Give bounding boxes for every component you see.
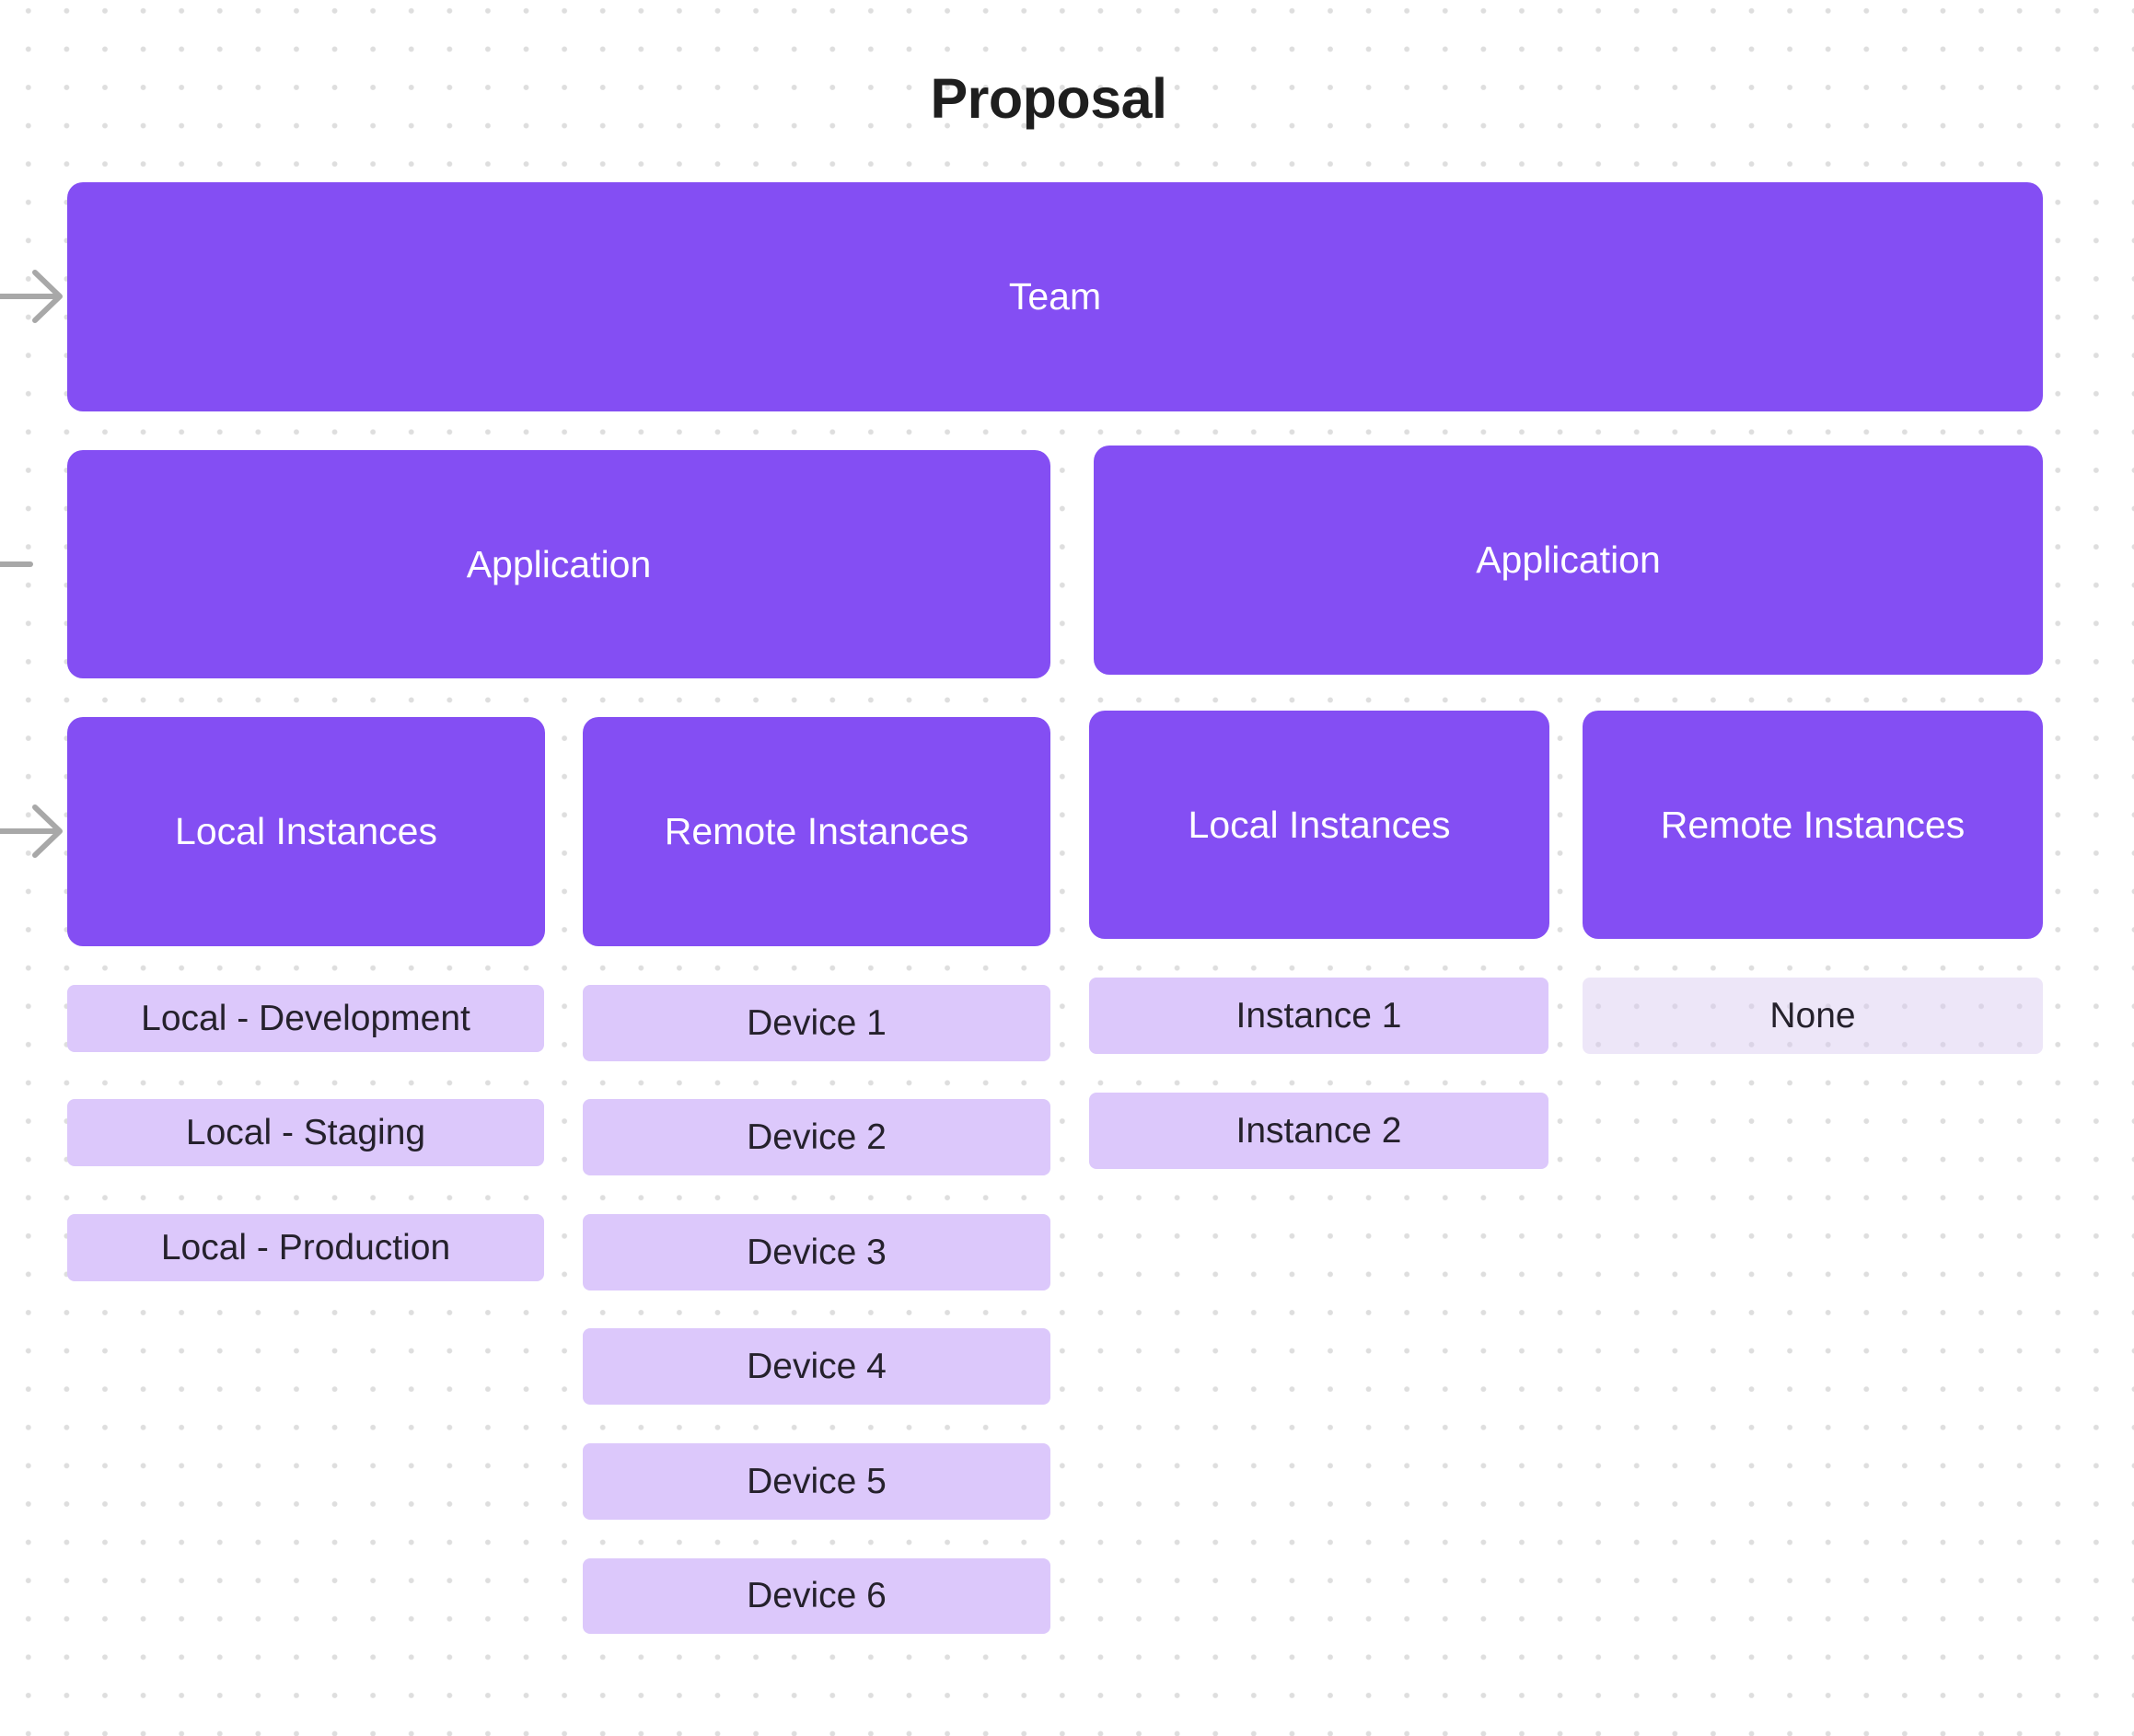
item-label: Local - Staging [185, 1112, 426, 1152]
dash-line-icon [0, 561, 33, 567]
item-label: Local - Development [141, 998, 470, 1038]
group-label: Local Instances [175, 810, 437, 852]
local-instances-block-2[interactable]: Local Instances [1089, 711, 1549, 939]
list-item-local-staging[interactable]: Local - Staging [67, 1099, 544, 1166]
arrow-right-icon [0, 270, 63, 323]
local-instances-block-1[interactable]: Local Instances [67, 717, 545, 946]
item-label: Device 2 [747, 1117, 887, 1157]
group-label: Remote Instances [664, 810, 969, 852]
diagram-title: Proposal [930, 67, 1167, 130]
group-label: Local Instances [1188, 803, 1451, 846]
item-label: Instance 2 [1235, 1110, 1402, 1151]
list-item-instance-1[interactable]: Instance 1 [1089, 978, 1548, 1054]
list-item-device-3[interactable]: Device 3 [583, 1214, 1050, 1290]
group-label: Remote Instances [1660, 803, 1966, 846]
list-item-local-production[interactable]: Local - Production [67, 1214, 544, 1281]
list-item-device-4[interactable]: Device 4 [583, 1328, 1050, 1405]
item-label: Device 5 [747, 1461, 887, 1501]
application-label: Application [466, 542, 652, 585]
list-item-device-6[interactable]: Device 6 [583, 1558, 1050, 1634]
item-label: Device 4 [747, 1346, 887, 1386]
team-label: Team [1008, 275, 1102, 318]
remote-instances-block-2[interactable]: Remote Instances [1583, 711, 2043, 939]
item-label: Device 6 [747, 1576, 887, 1615]
item-label: Local - Production [160, 1227, 451, 1267]
item-label: Device 1 [747, 1002, 887, 1043]
list-item-device-5[interactable]: Device 5 [583, 1443, 1050, 1520]
remote-instances-block-1[interactable]: Remote Instances [583, 717, 1050, 946]
arrow-right-icon [0, 804, 63, 858]
team-block[interactable]: Team [67, 182, 2043, 411]
list-item-device-2[interactable]: Device 2 [583, 1099, 1050, 1175]
application-block-2[interactable]: Application [1094, 446, 2043, 675]
list-item-local-development[interactable]: Local - Development [67, 985, 544, 1052]
list-item-device-1[interactable]: Device 1 [583, 985, 1050, 1061]
application-label: Application [1476, 538, 1661, 581]
list-item-instance-2[interactable]: Instance 2 [1089, 1093, 1548, 1169]
item-label: Device 3 [747, 1232, 887, 1272]
application-block-1[interactable]: Application [67, 450, 1050, 678]
item-label: Instance 1 [1235, 995, 1402, 1036]
list-item-none[interactable]: None [1583, 978, 2043, 1054]
item-label: None [1769, 995, 1856, 1036]
